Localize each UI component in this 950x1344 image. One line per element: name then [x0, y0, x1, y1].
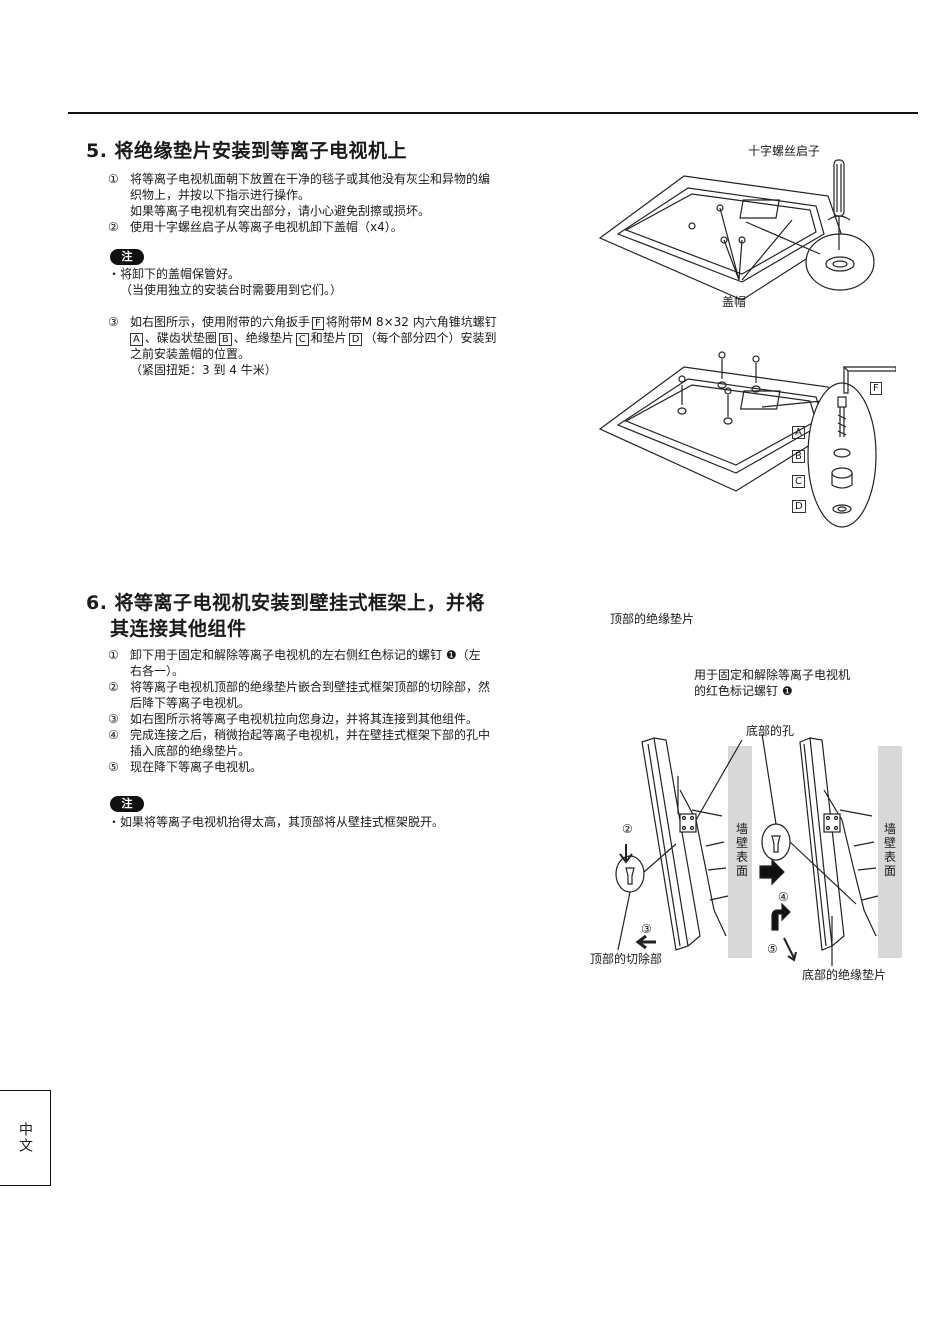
section6-heading-line1: 6. 将等离子电视机安装到壁挂式框架上，并将 — [86, 592, 486, 614]
step3-text-3: 之前安装盖帽的位置。 — [130, 347, 251, 361]
step-number: ② — [108, 220, 119, 234]
step1-text-2: 织物上，并按以下指示进行操作。 — [130, 188, 311, 202]
step-number: ⑤ — [108, 760, 119, 774]
step-number: ② — [108, 680, 119, 694]
figure-callout-4: ④ — [778, 890, 789, 904]
figure-label-wall-right: 墙壁表面 — [883, 822, 896, 878]
step4-text-2: 插入底部的绝缘垫片。 — [130, 744, 251, 758]
step1-text-2: 右各一）。 — [130, 664, 185, 678]
figure-callout-5: ⑤ — [767, 942, 778, 956]
step3-text-e: 和垫片 — [310, 331, 347, 345]
step1-text-3: 如果等离子电视机有突出部分，请小心避免刮擦或损坏。 — [130, 204, 431, 218]
figure-label-wall-left: 墙壁表面 — [735, 822, 748, 878]
part-label-a: A — [130, 333, 143, 346]
step3-text-c: 、碟齿状垫圈 — [144, 331, 217, 345]
part-label-b: B — [218, 333, 232, 346]
language-tab: 中文 — [0, 1090, 51, 1186]
figure-label-screwdriver: 十字螺丝启子 — [748, 144, 821, 158]
section5-heading: 5. 将绝缘垫片安装到等离子电视机上 — [86, 140, 408, 162]
section6-heading-line2: 其连接其他组件 — [110, 618, 247, 640]
step2-text: 将等离子电视机顶部的绝缘垫片嵌合到壁挂式框架顶部的切除部，然 — [130, 680, 491, 694]
step3-text: 如右图所示将等离子电视机拉向您身边，并将其连接到其他组件。 — [130, 712, 479, 726]
step-number: ④ — [108, 728, 119, 742]
figure-remove-caps — [598, 159, 875, 301]
figure-label-top-spacer: 顶部的绝缘垫片 — [610, 612, 695, 626]
step-number: ③ — [108, 712, 119, 726]
figure-label-bottom-hole: 底部的孔 — [746, 724, 795, 738]
top-rule — [68, 112, 918, 114]
part-label-a: A — [792, 426, 805, 439]
step2-text-2: 后降下等离子电视机。 — [130, 696, 251, 710]
part-label-c: C — [792, 475, 805, 488]
note-text-2: （当使用独立的安装台时需要用到它们。） — [120, 283, 343, 297]
figure-wall-mount — [615, 733, 902, 966]
figure-install-spacers — [598, 351, 896, 528]
step3-text-f: （每个部分四个）安装到 — [364, 331, 497, 345]
note-text: ・将卸下的盖帽保管好。 — [108, 267, 241, 281]
step-number: ③ — [108, 315, 119, 329]
figure-callout-3: ③ — [641, 922, 652, 936]
part-label-d: D — [792, 500, 806, 513]
part-label-d: D — [348, 333, 363, 346]
figure-label-screw-2: 的红色标记螺钉 ❶ — [694, 684, 793, 698]
language-label: 中文 — [17, 1122, 33, 1154]
step5-text: 现在降下等离子电视机。 — [130, 760, 263, 774]
note-text: ・如果将等离子电视机抬得太高，其顶部将从壁挂式框架脱开。 — [108, 815, 445, 829]
section5-steps: ① 将等离子电视机面朝下放置在干净的毯子或其他没有灰尘和异物的编 织物上，并按以下… — [108, 171, 490, 235]
note-badge: 注 — [110, 249, 144, 265]
step3-text: 如右图所示，使用附带的六角扳手 — [130, 315, 311, 329]
figure-label-screw-1: 用于固定和解除等离子电视机 — [694, 668, 851, 682]
part-label-f: F — [312, 317, 324, 330]
figure-callout-2: ② — [622, 822, 633, 836]
step-number: ① — [108, 648, 119, 662]
part-label-b: B — [792, 450, 805, 463]
figure-label-top-cutout: 顶部的切除部 — [590, 952, 663, 966]
step2-text: 使用十字螺丝启子从等离子电视机卸下盖帽（x4）。 — [130, 220, 403, 234]
section6-heading: 6. 将等离子电视机安装到壁挂式框架上，并将 其连接其他组件 — [86, 590, 485, 642]
step3-text-d: 、绝缘垫片 — [233, 331, 294, 345]
section5-note: ・将卸下的盖帽保管好。 （当使用独立的安装台时需要用到它们。） — [108, 266, 342, 298]
step3-text-4: （紧固扭矩：3 到 4 牛米） — [130, 363, 277, 377]
part-label-f: F — [870, 382, 882, 395]
step1-text: 卸下用于固定和解除等离子电视机的左右侧红色标记的螺钉 ❶（左 — [130, 648, 481, 662]
figure-label-cap: 盖帽 — [722, 295, 747, 309]
figure-label-bottom-spacer: 底部的绝缘垫片 — [802, 968, 887, 982]
step3-text-b: 将附带M 8×32 内六角锥坑螺钉 — [325, 315, 497, 329]
note-badge: 注 — [110, 796, 144, 812]
step1-text: 将等离子电视机面朝下放置在干净的毯子或其他没有灰尘和异物的编 — [130, 172, 491, 186]
step-number: ① — [108, 172, 119, 186]
step4-text: 完成连接之后，稍微抬起等离子电视机，并在壁挂式框架下部的孔中 — [130, 728, 491, 742]
part-label-c: C — [295, 333, 309, 346]
